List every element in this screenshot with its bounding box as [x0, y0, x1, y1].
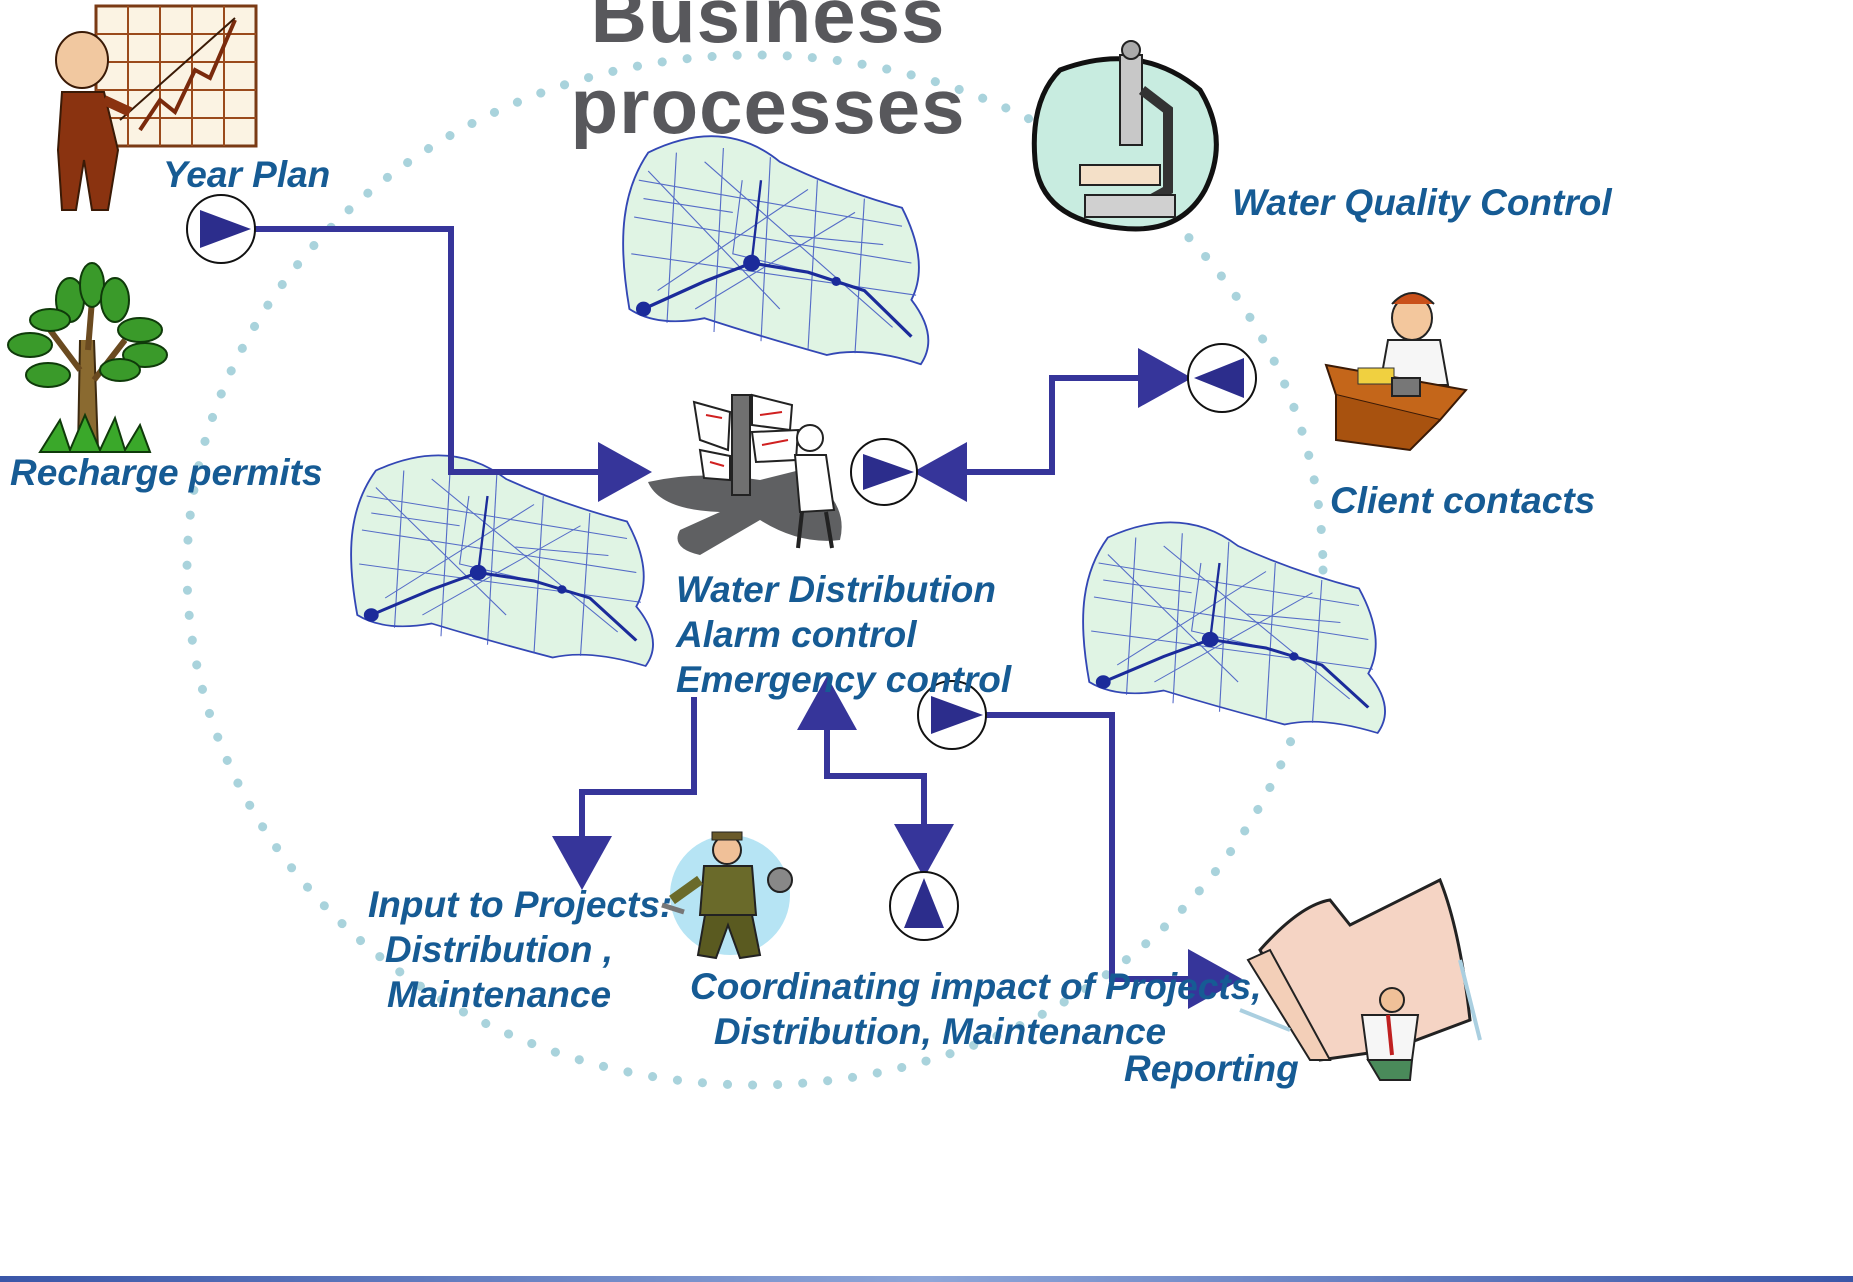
worker-with-tools-icon	[661, 831, 793, 960]
process-cycle-dotted-circle	[182, 50, 1328, 1090]
page-title: Business processes	[570, 0, 966, 150]
play-left-icon[interactable]	[1187, 343, 1257, 413]
flow-yearplan-to-center	[255, 226, 652, 502]
label-recharge-permits: Recharge permits	[10, 452, 323, 493]
microscope-icon	[1031, 40, 1219, 232]
network-map-right	[1081, 520, 1387, 735]
presenter-chart-icon	[55, 4, 258, 211]
play-right-icon[interactable]	[850, 438, 918, 506]
label-reporting: Reporting	[1124, 1048, 1299, 1089]
stressed-person-under-folder-icon	[1239, 877, 1482, 1081]
label-input-projects-line3: Maintenance	[386, 974, 612, 1015]
label-alarm-control: Alarm control	[676, 614, 917, 655]
label-year-plan: Year Plan	[163, 154, 331, 195]
signpost-person-icon	[648, 393, 842, 555]
flow-coord-to-center	[797, 676, 927, 866]
play-right-icon[interactable]	[917, 680, 987, 750]
flow-center-to-projects	[552, 697, 697, 890]
person-on-phone-icon	[1324, 292, 1468, 452]
label-emergency-control: Emergency control	[676, 659, 1012, 700]
label-water-distribution: Water Distribution	[676, 569, 996, 610]
label-input-to-projects: Input to Projects: Distribution , Mainte…	[368, 882, 673, 1017]
slide-bottom-bar	[0, 1276, 1853, 1282]
flow-client-to-center	[913, 375, 1180, 502]
network-map-left	[349, 453, 655, 668]
flow-to-reporting	[985, 712, 1242, 1009]
tree-icon	[7, 262, 168, 453]
label-center-processes: Water Distribution Alarm control Emergen…	[676, 567, 1011, 702]
label-client-contacts: Client contacts	[1330, 480, 1596, 521]
play-right-icon[interactable]	[186, 194, 256, 264]
label-water-quality-control: Water Quality Control	[1232, 182, 1612, 223]
play-up-icon[interactable]	[889, 871, 959, 941]
label-input-projects-line2: Distribution ,	[384, 929, 614, 970]
label-input-projects-line1: Input to Projects:	[368, 884, 673, 925]
network-map-top	[621, 134, 930, 366]
label-coordinating-impact: Coordinating impact of Projects, Distrib…	[690, 964, 1262, 1054]
label-coordinating-line1: Coordinating impact of Projects,	[690, 966, 1262, 1007]
label-coordinating-line2: Distribution, Maintenance	[713, 1011, 1167, 1052]
